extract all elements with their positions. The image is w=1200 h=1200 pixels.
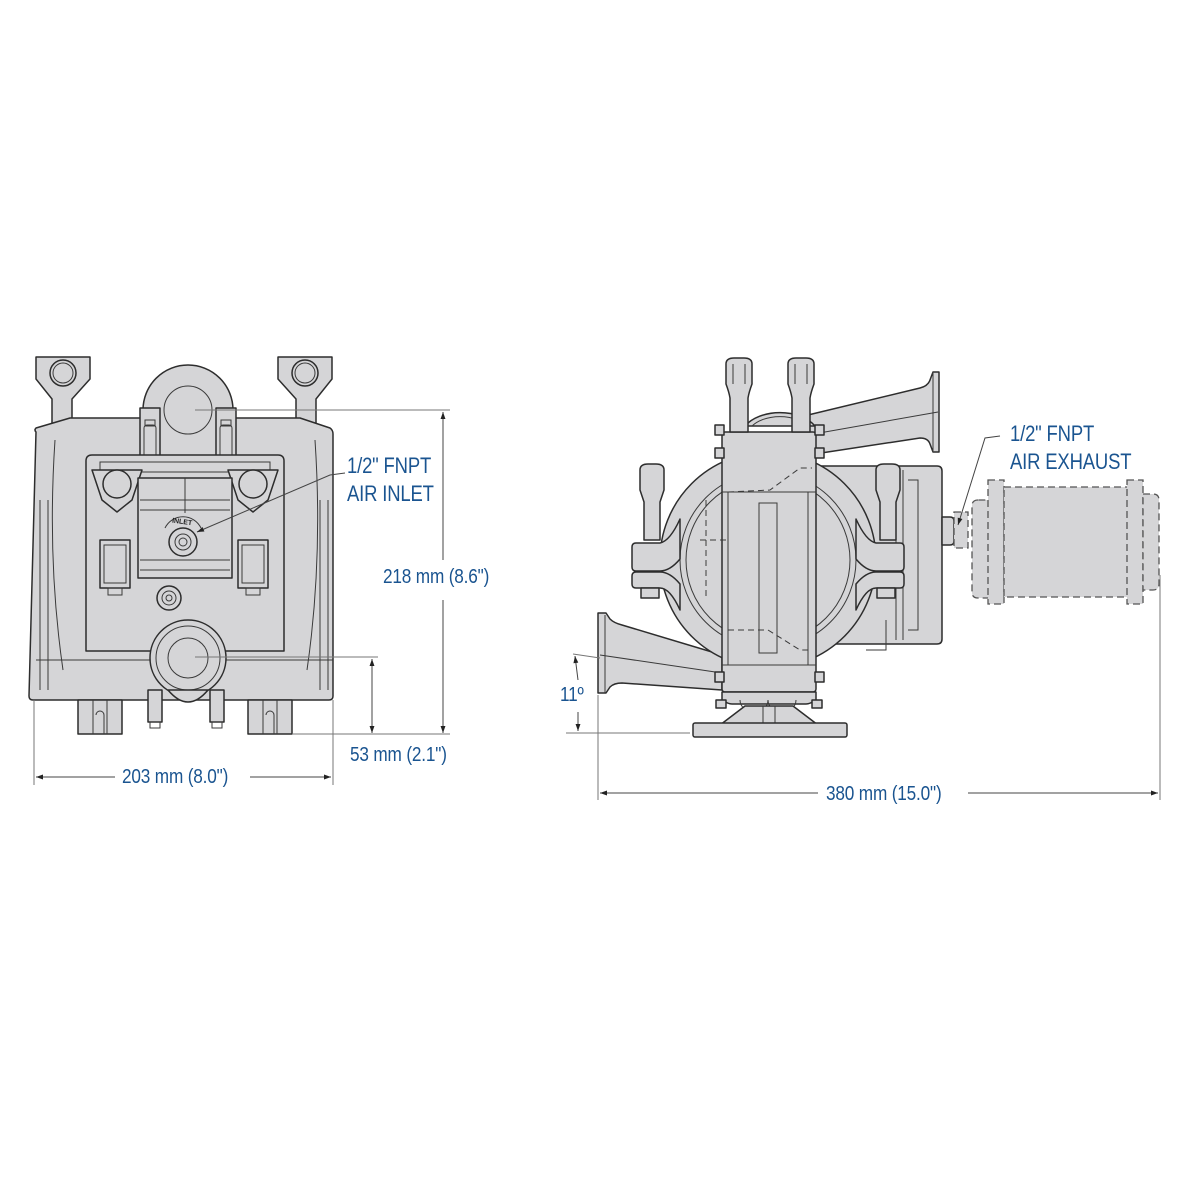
pump-base: [692, 691, 848, 738]
air-exhaust-callout-line1: 1/2" FNPT: [1010, 421, 1095, 446]
left-clamp: [631, 463, 681, 611]
pump-side-view: [597, 357, 1160, 738]
pump-front-view: INLET: [28, 356, 334, 735]
left-clamp-mid: [99, 539, 131, 596]
inlet-marking: INLET: [172, 517, 194, 527]
bottom-outlet-port: [149, 619, 227, 697]
left-lifting-eye-icon: [35, 356, 91, 430]
top-handle-right: [787, 357, 815, 433]
side-dimensions: [566, 435, 1161, 800]
air-inlet-callout-line2: AIR INLET: [347, 481, 434, 506]
lower-inlet-pipe: [597, 612, 723, 694]
exhaust-muffler: [953, 479, 1160, 605]
front-dimensions: [33, 409, 450, 785]
air-inlet-callout-line1: 1/2" FNPT: [347, 453, 432, 478]
height-dimension-label: 218 mm (8.6"): [383, 566, 490, 588]
width-dimension-label: 203 mm (8.0"): [122, 766, 229, 788]
upper-outlet-pipe: [807, 371, 940, 456]
right-lifting-eye-icon: [277, 356, 333, 430]
right-clamp-mid: [237, 539, 269, 596]
length-dimension-label: 380 mm (15.0"): [826, 783, 942, 805]
top-handle-left: [725, 357, 753, 433]
angle-dimension-label: 11º: [560, 684, 584, 706]
air-exhaust-callout-line2: AIR EXHAUST: [1010, 449, 1132, 474]
right-clamp: [855, 463, 905, 611]
outlet-height-dimension-label: 53 mm (2.1"): [350, 744, 447, 766]
